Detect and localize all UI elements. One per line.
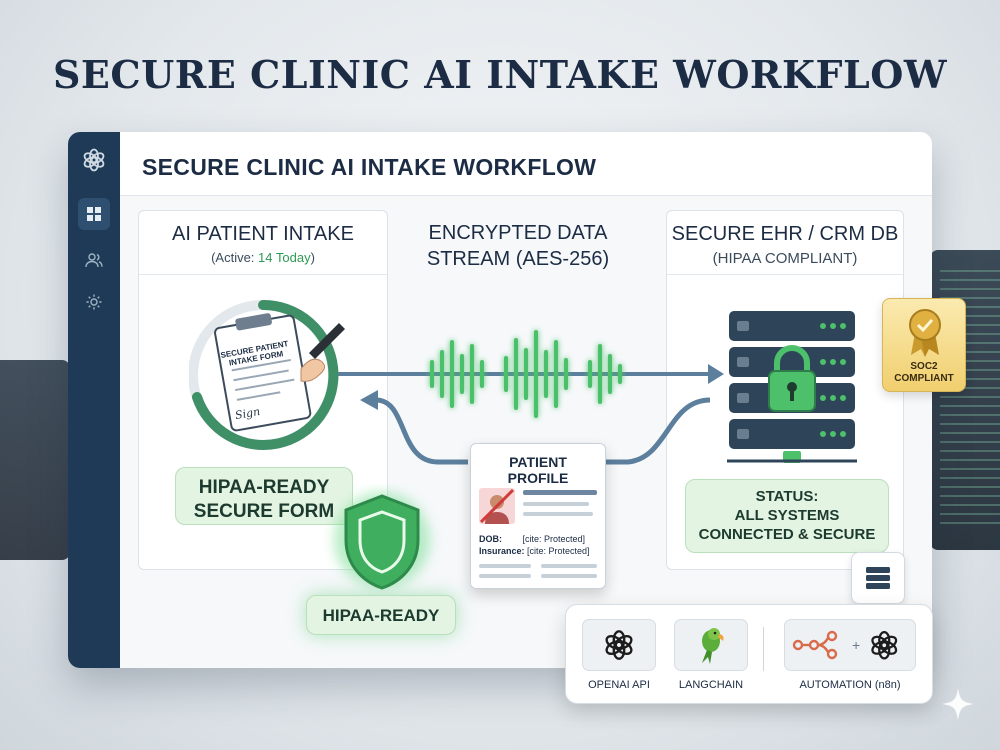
stream-title-line1: ENCRYPTED DATA	[428, 222, 608, 244]
profile-title-line2: PROFILE	[507, 470, 569, 486]
hipaa-ready-badge: HIPAA-READY	[306, 595, 456, 635]
sidebar-item-settings[interactable]	[78, 286, 110, 318]
intake-panel-subtitle: (Active: 14 Today)	[139, 250, 387, 265]
automation-tile[interactable]: +	[784, 619, 916, 671]
page-title: SECURE CLINIC AI INTAKE WORKFLOW	[142, 154, 597, 180]
active-today-count: 14 Today	[258, 250, 311, 265]
background-monitor-left	[0, 360, 70, 560]
soc2-compliant-badge: SOC2 COMPLIANT	[882, 298, 966, 392]
soc2-label-line1: SOC2	[910, 361, 938, 372]
secure-form-pill-line2: SECURE FORM	[193, 501, 335, 522]
secure-form-pill-line1: HIPAA-READY	[198, 477, 330, 498]
profile-title: PATIENT PROFILE	[471, 454, 605, 486]
sidebar-item-dashboard[interactable]	[78, 198, 110, 230]
database-stack-icon	[866, 567, 890, 589]
profile-line	[523, 512, 593, 516]
users-icon	[85, 253, 103, 268]
status-line2: ALL SYSTEMS	[734, 507, 840, 524]
intake-subtitle-prefix: (Active:	[211, 250, 259, 265]
profile-line	[523, 502, 589, 506]
ehr-panel-title: SECURE EHR / CRM DB	[671, 223, 899, 245]
integrations-divider	[763, 627, 764, 671]
shield-icon	[334, 492, 430, 590]
insurance-value: [cite: Protected]	[527, 546, 590, 556]
integrations-panel: OPENAI API LANGCHAIN +	[565, 604, 933, 704]
avatar	[479, 488, 515, 524]
award-medal-icon	[909, 309, 941, 357]
patient-profile-card[interactable]: PATIENT PROFILE DOB: [cite: Protected] I…	[470, 443, 606, 589]
app-header: SECURE CLINIC AI INTAKE WORKFLOW	[120, 132, 932, 196]
stream-title-line2: STREAM (AES-256)	[426, 248, 610, 270]
ehr-panel: SECURE EHR / CRM DB (HIPAA COMPLIANT)	[666, 210, 904, 570]
automation-label: AUTOMATION (n8n)	[799, 679, 901, 691]
secure-form-pill: HIPAA-READY SECURE FORM	[175, 467, 353, 525]
openai-label: OPENAI API	[588, 679, 650, 691]
svg-text:+: +	[852, 637, 860, 653]
sidebar-item-users[interactable]	[78, 244, 110, 276]
profile-line	[541, 564, 597, 568]
sparkle-icon	[942, 688, 974, 720]
profile-line	[479, 574, 531, 578]
stream-title: ENCRYPTED DATA STREAM (AES-256)	[358, 220, 678, 272]
arrow-right-icon	[708, 364, 724, 384]
status-line3: CONNECTED & SECURE	[698, 526, 876, 543]
langchain-label: LANGCHAIN	[678, 679, 744, 691]
dashboard-grid-icon	[87, 207, 101, 221]
gear-icon	[86, 294, 102, 310]
hero-title: SECURE CLINIC AI INTAKE WORKFLOW	[52, 52, 948, 97]
profile-dob-field: DOB: [cite: Protected]	[479, 534, 585, 544]
server-lock-icon	[727, 311, 857, 463]
profile-line	[541, 574, 597, 578]
parrot-icon	[702, 628, 724, 664]
system-status-box: STATUS: ALL SYSTEMS CONNECTED & SECURE	[685, 479, 889, 553]
dob-value: [cite: Protected]	[522, 534, 586, 544]
openai-tile[interactable]	[582, 619, 656, 671]
intake-panel: AI PATIENT INTAKE (Active: 14 Today) SEC…	[138, 210, 388, 570]
app-window: SECURE CLINIC AI INTAKE WORKFLOW AI PATI…	[68, 132, 932, 668]
ehr-panel-header: SECURE EHR / CRM DB (HIPAA COMPLIANT)	[667, 211, 903, 275]
openai-logo-icon[interactable]	[78, 144, 110, 176]
sidebar	[68, 132, 120, 668]
dob-label: DOB:	[479, 534, 502, 544]
profile-title-line1: PATIENT	[509, 454, 567, 470]
ehr-panel-subtitle: (HIPAA COMPLIANT)	[712, 250, 858, 267]
soc2-label-line2: COMPLIANT	[894, 373, 954, 384]
langchain-tile[interactable]	[674, 619, 748, 671]
background-monitor-right	[930, 250, 1000, 550]
profile-line	[479, 564, 531, 568]
intake-subtitle-suffix: )	[310, 250, 315, 265]
profile-name-bar	[523, 490, 597, 495]
n8n-workflow-icon: +	[792, 630, 898, 660]
soc2-label: SOC2 COMPLIANT	[883, 361, 965, 385]
intake-panel-header: AI PATIENT INTAKE (Active: 14 Today)	[139, 211, 387, 275]
insurance-label: Insurance:	[479, 546, 525, 556]
intake-panel-title: AI PATIENT INTAKE	[172, 223, 354, 245]
database-chip[interactable]	[851, 552, 905, 604]
profile-insurance-field: Insurance: [cite: Protected]	[479, 546, 590, 556]
status-line1: STATUS:	[755, 488, 819, 505]
openai-logo-icon	[605, 630, 633, 660]
intake-form-illustration	[189, 299, 345, 450]
